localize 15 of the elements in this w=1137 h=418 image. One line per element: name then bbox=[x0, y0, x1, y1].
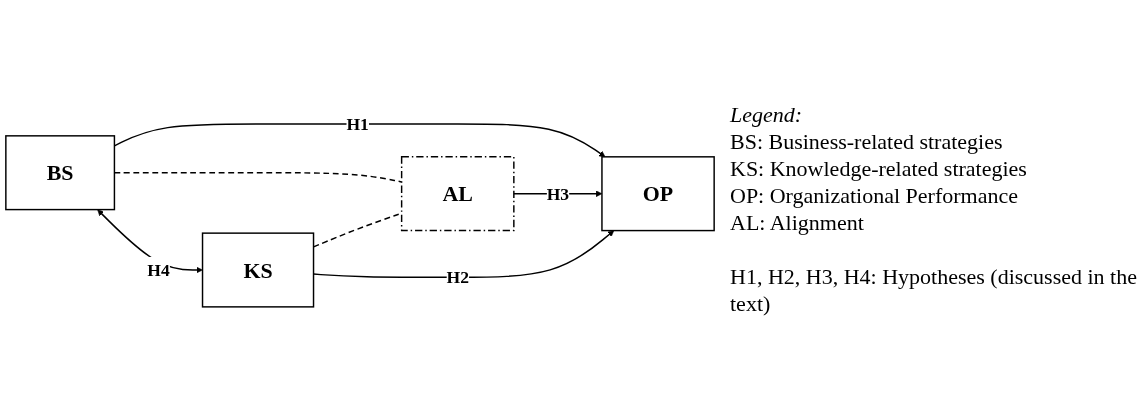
node-box bbox=[400, 156, 515, 232]
legend-text: BS: Business-related strategies bbox=[730, 128, 1004, 155]
node-box bbox=[5, 135, 116, 211]
legend-text: OP: Organizational Performance bbox=[730, 182, 1019, 209]
legend-text: H1, H2, H3, H4: Hypotheses (discussed in the text) bbox=[730, 263, 1137, 317]
legend-text: KS: Knowledge-related strategies bbox=[730, 155, 1028, 182]
edge-label: H4 bbox=[147, 260, 170, 280]
legend-text: AL: Alignment bbox=[730, 209, 865, 236]
edge-label: H3 bbox=[546, 184, 570, 204]
diagram: H1 H4 H3 H2 BS AL OP KS bbox=[0, 105, 720, 313]
node-box bbox=[201, 232, 315, 308]
edge-label: H2 bbox=[446, 267, 469, 287]
node-box bbox=[601, 156, 715, 232]
edge-label: H1 bbox=[346, 114, 369, 134]
legend-heading: Legend: bbox=[730, 101, 804, 128]
